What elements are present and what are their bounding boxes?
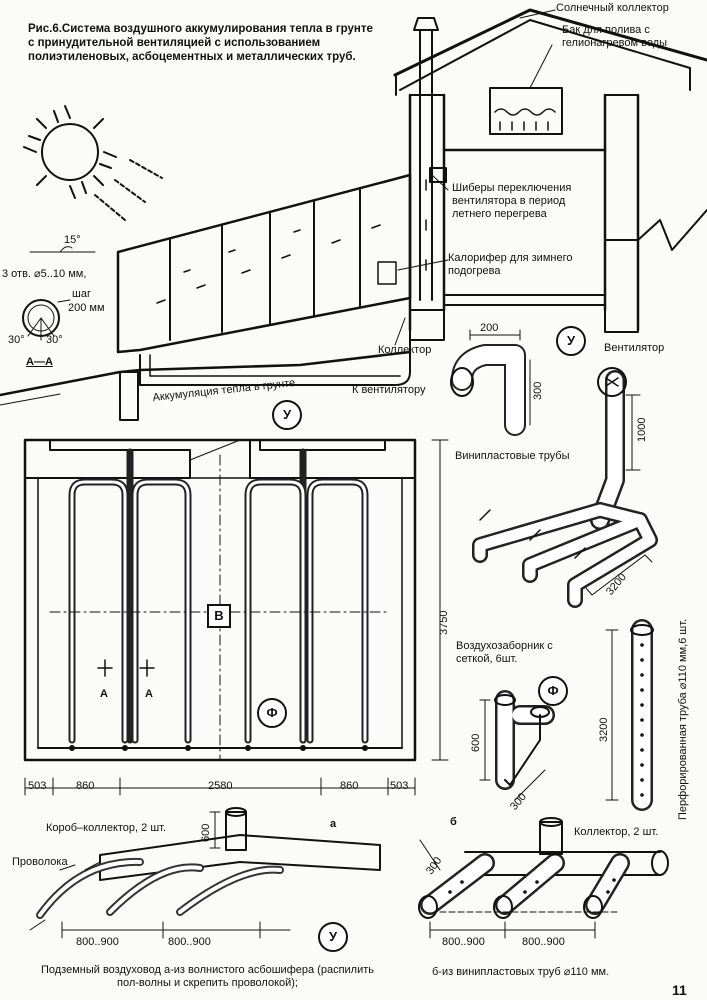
plan-dim-5: 503	[390, 780, 409, 792]
marker-v-plan: В	[207, 604, 231, 628]
vinyl-pipes-label: Винипластовые трубы	[455, 450, 570, 462]
heater-label: Калорифер для зимнего подогрева	[448, 252, 573, 277]
collector-label: Коллектор	[378, 344, 432, 356]
marker-u-bottom: У	[318, 922, 348, 952]
sun-icon	[23, 105, 117, 199]
fan-label: Вентилятор	[604, 342, 665, 354]
dim-300: 300	[532, 381, 544, 400]
to-fan-label: К вентилятору	[352, 384, 426, 396]
intake-label: Воздухозаборник с сеткой, 6шт.	[456, 640, 553, 665]
plan-dim-4: 860	[340, 780, 359, 792]
angle-label: 15°	[64, 234, 81, 246]
variant-a-label: а	[330, 818, 337, 830]
plan-dim-2: 860	[76, 780, 95, 792]
perforated-pipe-label: Перфорированная труба ⌀110 мм,6 шт.	[677, 618, 689, 820]
marker-u-right: У	[556, 326, 586, 356]
plan-dim-3: 2580	[208, 780, 233, 792]
caption-a: Подземный воздуховод а-из волнистого асб…	[40, 964, 374, 989]
dim-600-box: 600	[200, 823, 212, 842]
dim-600-intake: 600	[470, 733, 482, 752]
dampers-label: Шиберы переключения вентилятора в период…	[452, 182, 572, 220]
solar-collector-label: Солнечный коллектор	[556, 2, 669, 14]
dim-b-2: 800..900	[522, 936, 565, 948]
variant-b-label: б	[450, 816, 457, 828]
dim-200: 200	[480, 322, 499, 334]
section-a2-label: А	[145, 688, 153, 700]
angle-right-label: 30°	[46, 334, 63, 346]
dim-b-1: 800..900	[442, 936, 485, 948]
figure-caption: Рис.6.Система воздушного аккумулирования…	[28, 23, 373, 63]
page-number: 11	[672, 982, 687, 998]
marker-u-plan: У	[272, 400, 302, 430]
section-label: А—А	[26, 356, 53, 368]
box-collector-label: Короб–коллектор, 2 шт.	[46, 822, 167, 834]
step-value: 200 мм	[68, 302, 105, 314]
dim-1000: 1000	[636, 417, 648, 442]
dim-a-2: 800..900	[168, 936, 211, 948]
marker-f-right: Ф	[538, 676, 568, 706]
wire-label: Проволока	[12, 856, 68, 868]
plan-length-label: 3750	[438, 610, 450, 635]
dim-a-1: 800..900	[76, 936, 119, 948]
caption-b: б-из винипластовых труб ⌀110 мм.	[432, 966, 610, 978]
tank-label: Бак для полива с гелионагревом воды	[562, 24, 668, 49]
step-label: шаг	[72, 288, 91, 300]
plan-dim-1: 503	[28, 780, 47, 792]
dim-3200-perforated: 3200	[598, 717, 610, 742]
angle-left-label: 30°	[8, 334, 25, 346]
section-a1-label: А	[100, 688, 108, 700]
holes-label: 3 отв. ⌀5..10 мм,	[2, 268, 87, 280]
collector-2-label: Коллектор, 2 шт.	[574, 826, 659, 838]
marker-f-plan: Ф	[257, 698, 287, 728]
